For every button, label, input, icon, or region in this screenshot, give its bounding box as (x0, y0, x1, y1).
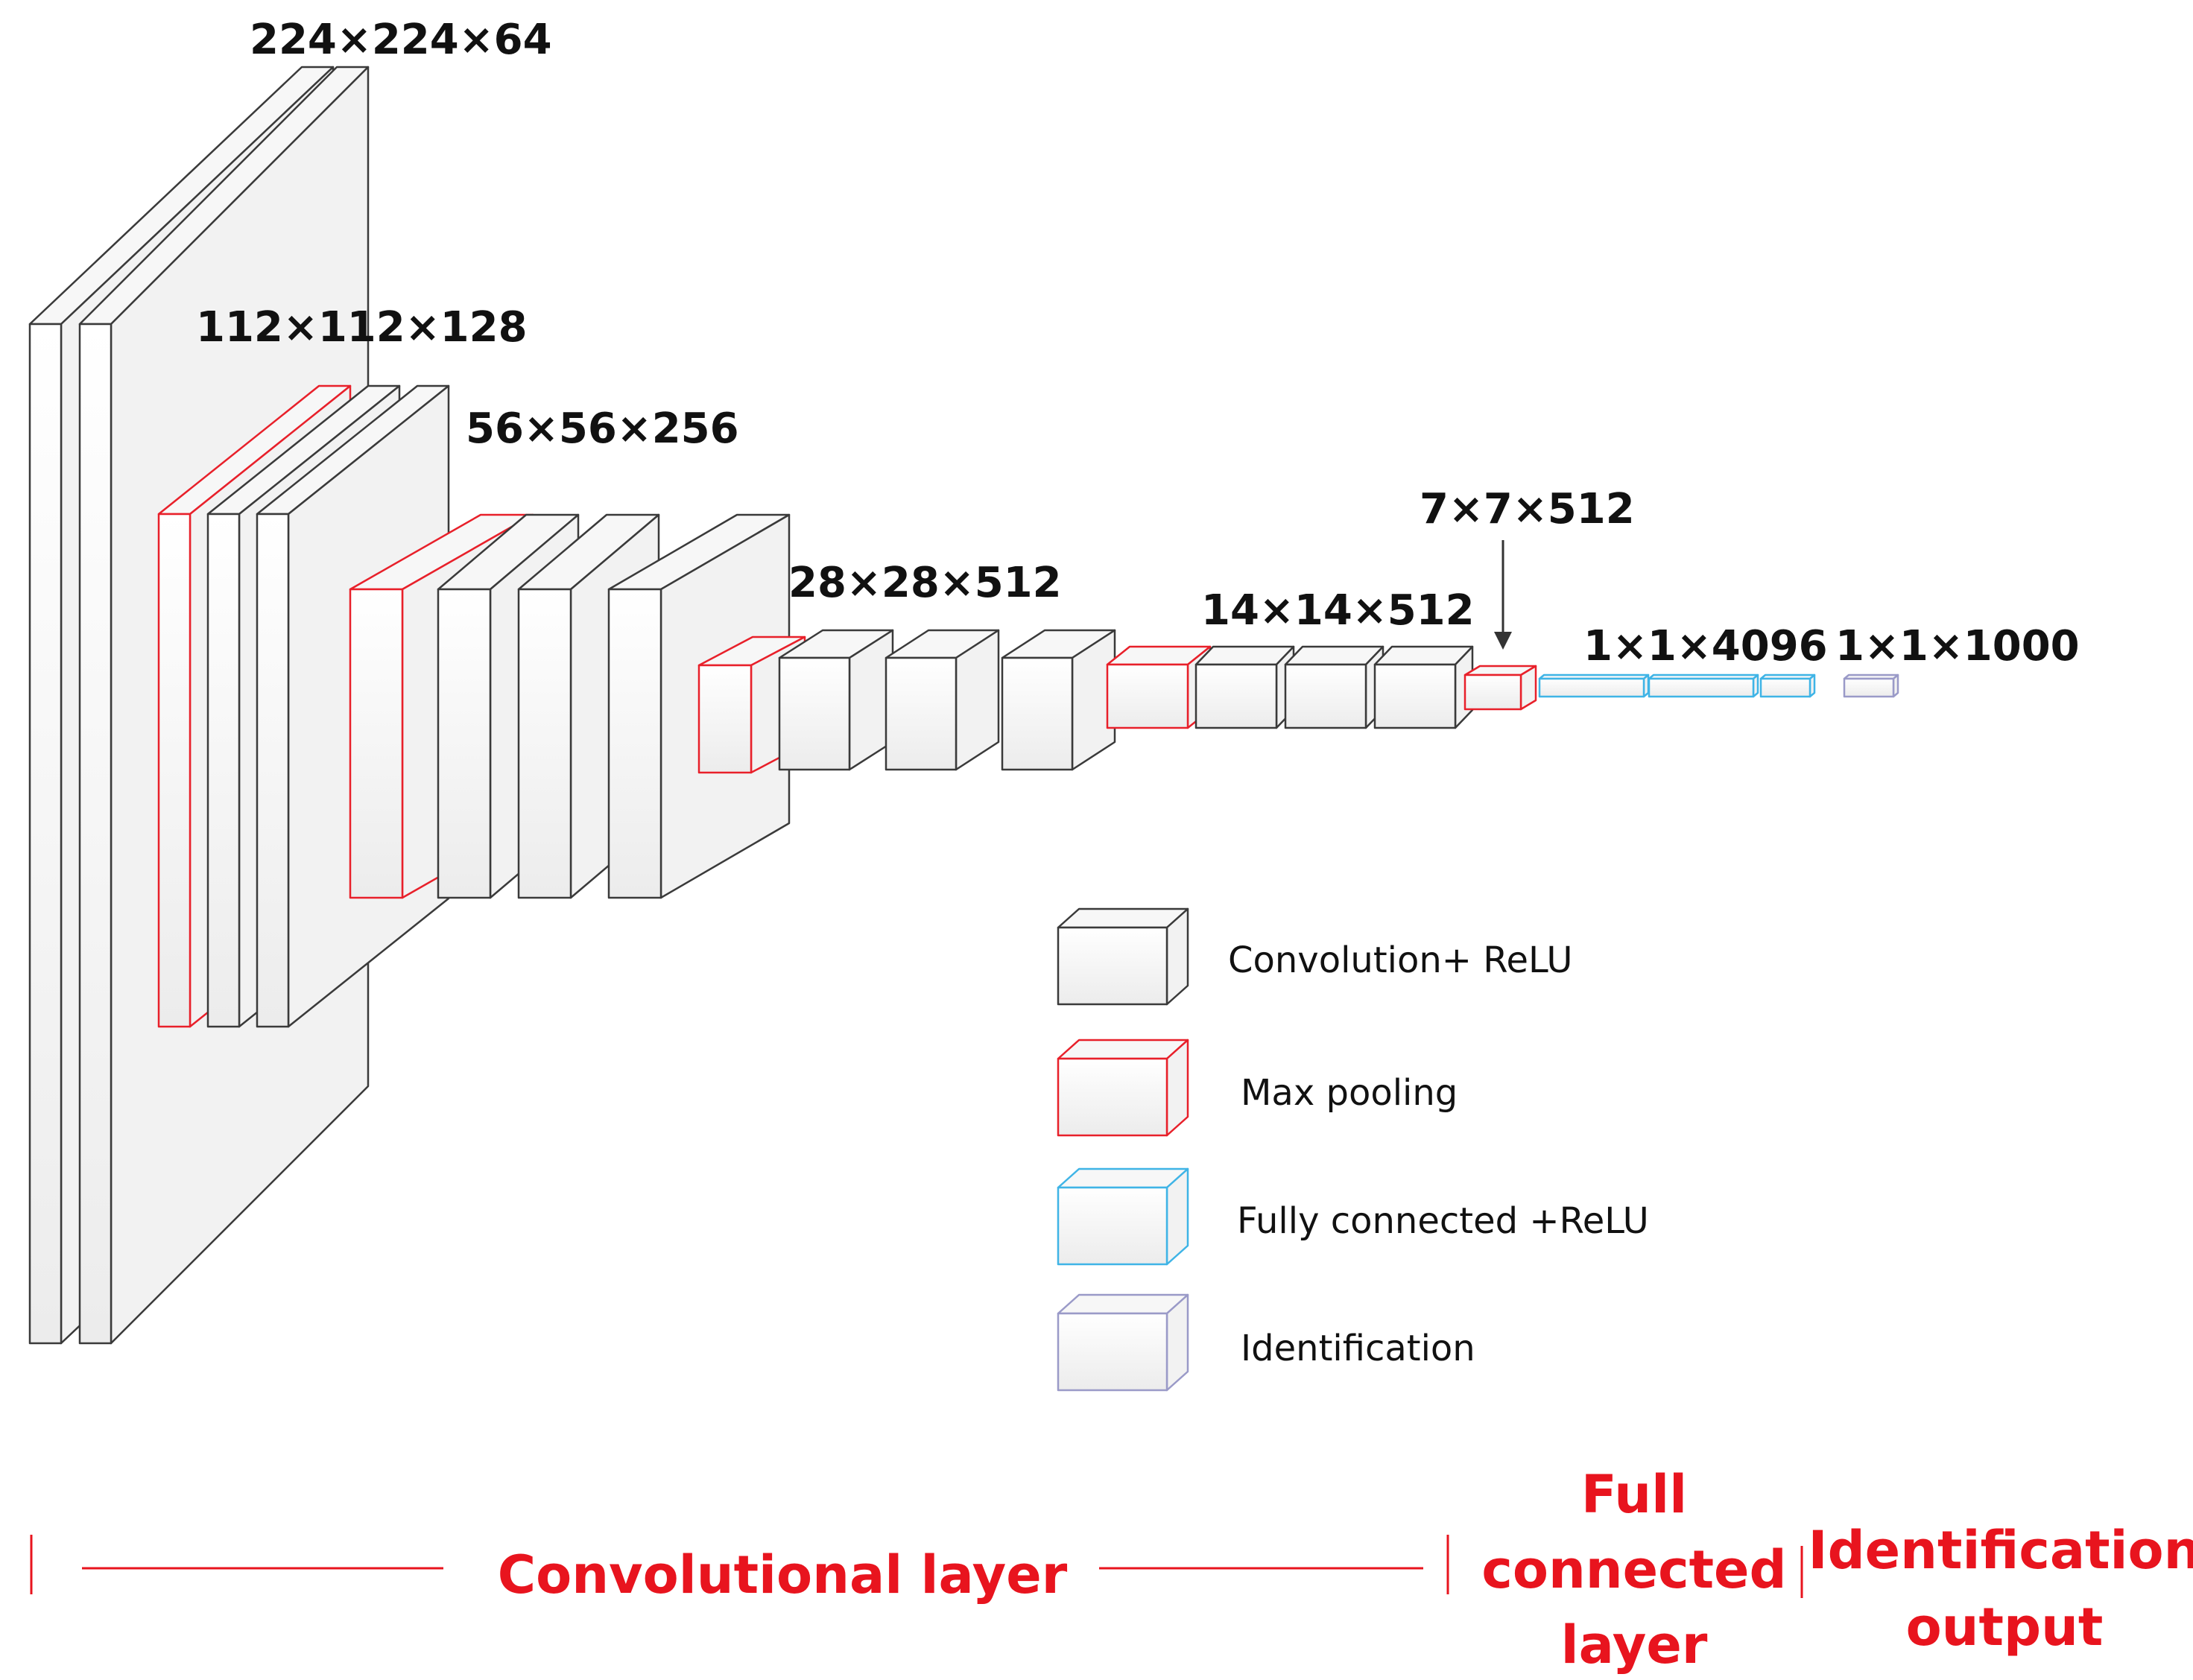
label-112x112x128: 112×112×128 (196, 303, 528, 352)
section-label-fc-line2: connected (1481, 1539, 1786, 1600)
section-label-fc-line3: layer (1561, 1614, 1708, 1676)
label-7x7x512: 7×7×512 (1420, 485, 1635, 533)
identification-block (1843, 673, 1899, 698)
section-label-output-line1: Identification (1808, 1520, 2193, 1581)
fc-block-3 (1759, 673, 1816, 698)
label-224x224x64: 224×224×64 (250, 16, 552, 64)
legend-swatch-fc (1057, 1167, 1189, 1266)
legend-label-fc: Fully connected +ReLU (1237, 1200, 1649, 1242)
conv-block-4b (885, 629, 1000, 771)
section-label-output-line2: output (1906, 1597, 2104, 1658)
label-1x1x1000: 1×1×1000 (1835, 622, 2080, 671)
legend-swatch-ident (1057, 1293, 1189, 1392)
section-label-fc-line1: Full (1581, 1464, 1687, 1525)
legend-swatch-conv (1057, 907, 1189, 1006)
conv-block-4a (778, 629, 894, 771)
conv-block-5a (1194, 645, 1295, 729)
network-layers (28, 66, 1899, 1345)
section-label-convolutional-layer: Convolutional layer (498, 1544, 1068, 1605)
legend-swatch-pool (1057, 1039, 1189, 1137)
conv-block-5c (1373, 645, 1474, 729)
legend-label-pool: Max pooling (1241, 1072, 1458, 1114)
label-1x1x4096: 1×1×4096 (1583, 622, 1828, 671)
pool-block-5 (1463, 665, 1537, 711)
pool-block-4 (1106, 645, 1212, 729)
label-56x56x256: 56×56×256 (466, 405, 739, 453)
label-28x28x512: 28×28×512 (788, 559, 1062, 607)
fc-block-1 (1538, 673, 1650, 698)
legend-label-conv: Convolution+ ReLU (1228, 939, 1572, 981)
label-14x14x512: 14×14×512 (1201, 586, 1475, 635)
section-dividers (30, 1535, 1803, 1598)
legend-swatches (1057, 907, 1189, 1392)
conv-block-4c (1001, 629, 1116, 771)
conv-block-5b (1284, 645, 1385, 729)
fc-block-2 (1648, 673, 1759, 698)
legend-label-ident: Identification (1241, 1328, 1475, 1369)
